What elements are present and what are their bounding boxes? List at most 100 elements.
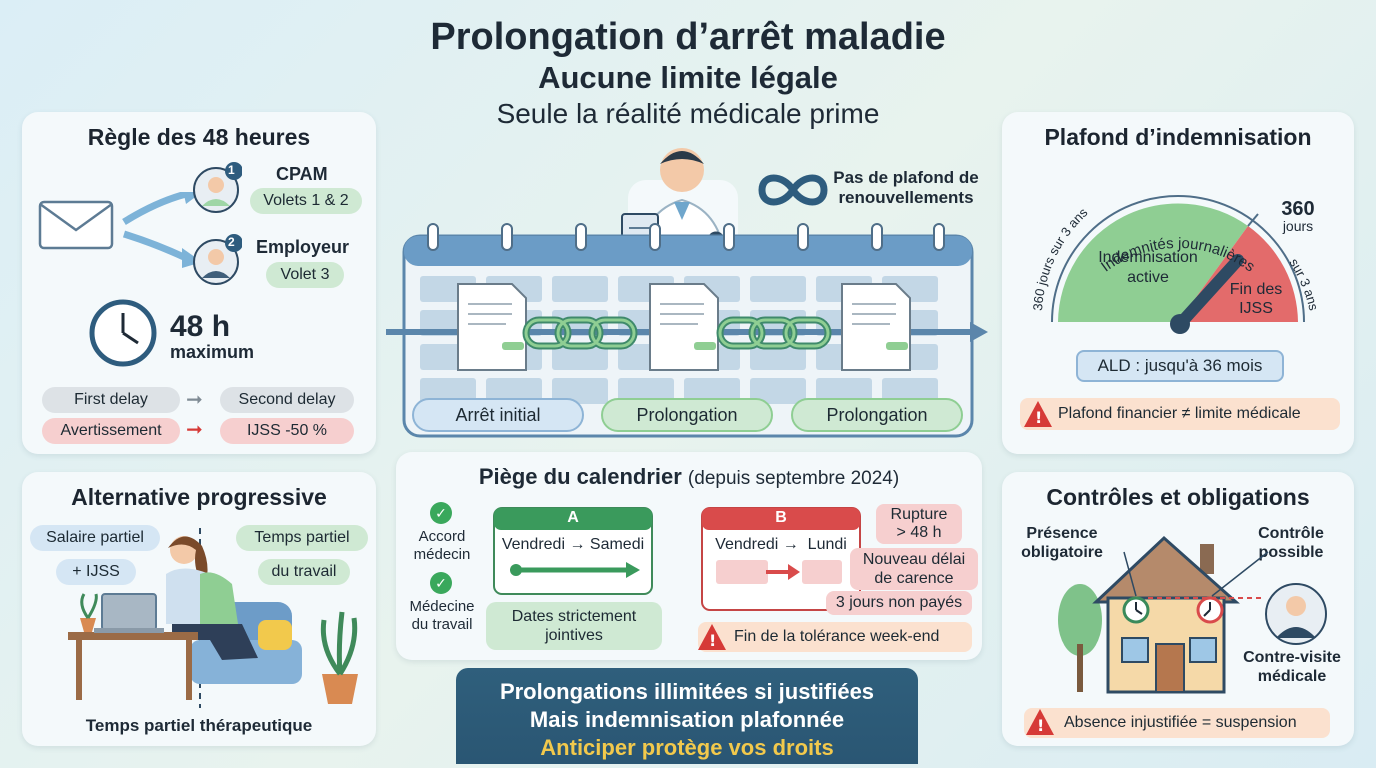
cpam-label: CPAM xyxy=(276,164,328,184)
calendrier-header: Piège du calendrier (depuis septembre 20… xyxy=(396,464,982,490)
stage-initial: Arrêt initial xyxy=(412,398,584,432)
alt-right-2: du travail xyxy=(258,559,350,585)
stage-prolongation-1: Prolongation xyxy=(601,398,773,432)
controle-line2: possible xyxy=(1258,544,1324,561)
renew-text-line1: Pas de plafond de xyxy=(833,168,979,187)
renew-text-line2: renouvellements xyxy=(838,188,974,207)
cpam-volets: Volets 1 & 2 xyxy=(250,188,362,214)
visite-line1: Contre-visite xyxy=(1243,649,1341,666)
ald-pill: ALD : jusqu'à 36 mois xyxy=(1076,350,1284,382)
cpam-avatar xyxy=(193,162,242,213)
arrow-right-icon: ➞ xyxy=(186,389,203,411)
rupture-line2: > 48 h xyxy=(896,524,942,541)
footer-line2: Mais indemnisation plafonnée xyxy=(529,707,845,732)
controles-panel: Contrôles et obligations Présence obliga… xyxy=(1002,472,1354,746)
controle-label: Contrôle possible xyxy=(1246,524,1336,562)
delay-unit: maximum xyxy=(170,342,255,362)
page-title: Prolongation d’arrêt maladie xyxy=(430,16,946,58)
gauge-end-line2: IJSS xyxy=(1239,300,1273,317)
calendrier-warning-text: Fin de la tolérance week-end xyxy=(734,628,940,645)
visite-line2: médicale xyxy=(1257,668,1327,685)
check1-line2: médecin xyxy=(413,546,471,563)
presence-line1: Présence xyxy=(1026,525,1098,542)
stage-prolongation-2: Prolongation xyxy=(791,398,963,432)
calendar-a-days: Vendredi → Samedi xyxy=(501,536,645,553)
alternative-title: Alternative progressive xyxy=(71,484,327,510)
rule48-title: Règle des 48 heures xyxy=(87,124,311,150)
calendar-b-label: B xyxy=(775,509,787,526)
clock-icon xyxy=(89,299,157,367)
employeur-avatar xyxy=(193,234,242,285)
check2-label: Médecine du travail xyxy=(400,598,484,634)
check2-line2: du travail xyxy=(411,616,473,633)
calendar-b xyxy=(701,507,861,611)
arrow-right-red-icon: ➞ xyxy=(186,419,203,441)
footer-banner: Prolongations illimitées si justifiées M… xyxy=(456,668,918,764)
check-icon-2: ✓ xyxy=(430,572,452,594)
gauge-active-line1: Indemnisation xyxy=(1098,249,1198,266)
warning-icon xyxy=(1024,401,1052,427)
gauge-active: Indemnisation active xyxy=(1078,248,1218,288)
rule48-panel: Règle des 48 heures 1 CPAM Volets 1 & 2 … xyxy=(22,112,376,454)
envelope-icon xyxy=(38,192,202,268)
penalty-pill: IJSS -50 % xyxy=(220,418,354,444)
visite-label: Contre-visite médicale xyxy=(1234,648,1350,686)
controles-warning: Absence injustifiée = suspension xyxy=(1024,708,1330,738)
second-delay: Second delay xyxy=(220,387,354,413)
gauge-max-num: 360 xyxy=(1281,198,1315,220)
warning-pill: Avertissement xyxy=(42,418,180,444)
first-delay: First delay xyxy=(42,387,180,413)
footer-line3: Anticiper protège vos droits xyxy=(540,735,834,760)
calendrier-warning: Fin de la tolérance week-end xyxy=(698,622,972,652)
gauge-end: Fin des IJSS xyxy=(1220,280,1292,318)
warning-icon xyxy=(1026,709,1054,735)
rupture-pill: Rupture > 48 h xyxy=(876,504,962,544)
alternative-panel: Alternative progressive Salaire partiel … xyxy=(22,472,376,746)
calendar-a-result-line2: jointives xyxy=(545,627,603,644)
calendrier-title: Piège du calendrier xyxy=(478,464,682,489)
employeur-number: 2 xyxy=(228,235,235,249)
page-subtitle: Aucune limite légale xyxy=(538,60,838,95)
renew-text: Pas de plafond de renouvellements xyxy=(826,168,986,208)
calendar-a-result: Dates strictement jointives xyxy=(486,602,662,650)
cpam-number: 1 xyxy=(228,163,235,177)
plafond-warning: Plafond financier ≠ limite médicale xyxy=(1020,398,1340,430)
calendar-a xyxy=(493,507,653,595)
gauge-active-line2: active xyxy=(1127,269,1169,286)
check1-line1: Accord xyxy=(418,528,466,545)
check2-line1: Médecine xyxy=(409,598,475,615)
calendar-a-result-line1: Dates strictement xyxy=(511,608,637,625)
employeur-label: Employeur xyxy=(256,237,350,257)
delay-value: 48 h xyxy=(170,310,231,343)
employeur-volet: Volet 3 xyxy=(266,262,344,288)
page-tagline: Seule la réalité médicale prime xyxy=(496,98,880,129)
carence-line2: de carence xyxy=(874,570,954,587)
rupture-line1: Rupture xyxy=(890,506,948,523)
house-illustration xyxy=(1058,535,1327,694)
calendrier-panel: Piège du calendrier (depuis septembre 20… xyxy=(396,452,982,660)
carence-pill: Nouveau délai de carence xyxy=(850,548,978,590)
infinity-icon xyxy=(758,174,828,206)
check-icon-1: ✓ xyxy=(430,502,452,524)
plafond-warning-text: Plafond financier ≠ limite médicale xyxy=(1058,405,1301,422)
alt-left-1: Salaire partiel xyxy=(30,525,160,551)
controle-line1: Contrôle xyxy=(1258,525,1324,542)
calendar-timeline xyxy=(386,223,988,438)
gauge-max-unit: jours xyxy=(1282,218,1314,234)
check1-label: Accord médecin xyxy=(404,528,480,564)
calendrier-title-note: (depuis septembre 2024) xyxy=(687,468,900,489)
part-time-illustration xyxy=(68,528,358,708)
presence-line2: obligatoire xyxy=(1021,544,1103,561)
alt-left-2: + IJSS xyxy=(56,559,136,585)
alt-right-1: Temps partiel xyxy=(236,525,368,551)
controles-warning-text: Absence injustifiée = suspension xyxy=(1064,714,1297,731)
calendar-b-days: Vendredi → Lundi xyxy=(715,536,847,553)
plafond-panel: Plafond d’indemnisation Indemnités journ… xyxy=(1002,112,1354,454)
controles-title: Contrôles et obligations xyxy=(1046,484,1310,510)
calendar-a-label: A xyxy=(567,509,579,526)
header: Prolongation d’arrêt maladie Aucune limi… xyxy=(338,14,1038,132)
warning-icon xyxy=(698,624,726,650)
presence-label: Présence obligatoire xyxy=(1012,524,1112,562)
alt-caption: Temps partiel thérapeutique xyxy=(85,716,313,735)
footer-line1: Prolongations illimitées si justifiées xyxy=(499,679,875,704)
